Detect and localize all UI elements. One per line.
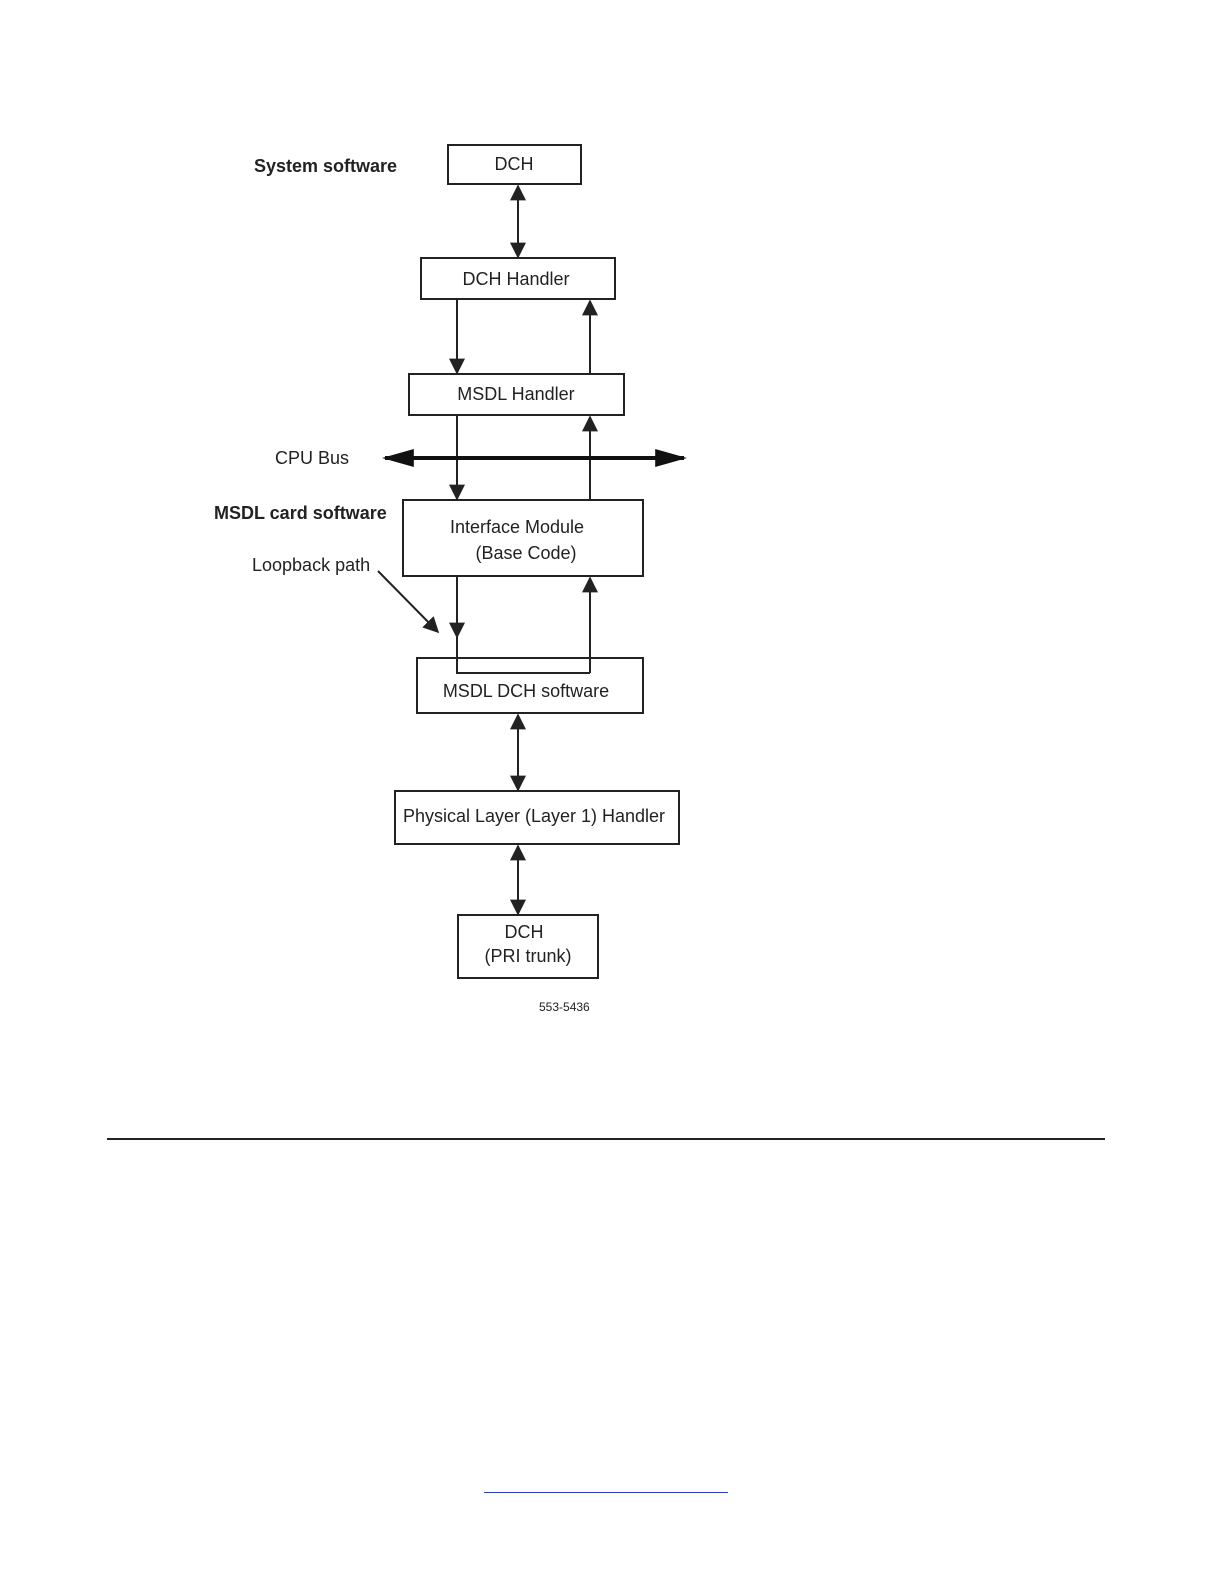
cpu-bus-label: CPU Bus	[275, 448, 349, 468]
system-software-label: System software	[254, 156, 397, 176]
loopback-path-label: Loopback path	[252, 555, 370, 575]
msdl-dch-software-box: MSDL DCH software	[417, 658, 643, 713]
interface-module-line1: Interface Module	[450, 517, 584, 537]
dch-pri-line1: DCH	[505, 922, 544, 942]
msdl-dch-software-box-label: MSDL DCH software	[443, 681, 609, 701]
figure-id: 553-5436	[539, 1000, 590, 1014]
loopback-pointer-arrow	[378, 571, 438, 632]
msdl-card-software-label: MSDL card software	[214, 503, 387, 523]
footer-link[interactable]	[484, 1474, 728, 1493]
interface-module-line2: (Base Code)	[475, 543, 576, 563]
physical-layer-box-label: Physical Layer (Layer 1) Handler	[403, 806, 665, 826]
physical-layer-box: Physical Layer (Layer 1) Handler	[395, 791, 679, 844]
dch-pri-box: DCH (PRI trunk)	[458, 915, 598, 978]
dch-box-label: DCH	[495, 154, 534, 174]
msdl-handler-box: MSDL Handler	[409, 374, 624, 415]
dch-box: DCH	[448, 145, 581, 184]
dch-pri-line2: (PRI trunk)	[484, 946, 571, 966]
dch-handler-box-label: DCH Handler	[462, 269, 569, 289]
msdl-handler-box-label: MSDL Handler	[457, 384, 574, 404]
horizontal-rule	[107, 1138, 1105, 1140]
dch-handler-box: DCH Handler	[421, 258, 615, 299]
interface-module-box: Interface Module (Base Code)	[403, 500, 643, 576]
